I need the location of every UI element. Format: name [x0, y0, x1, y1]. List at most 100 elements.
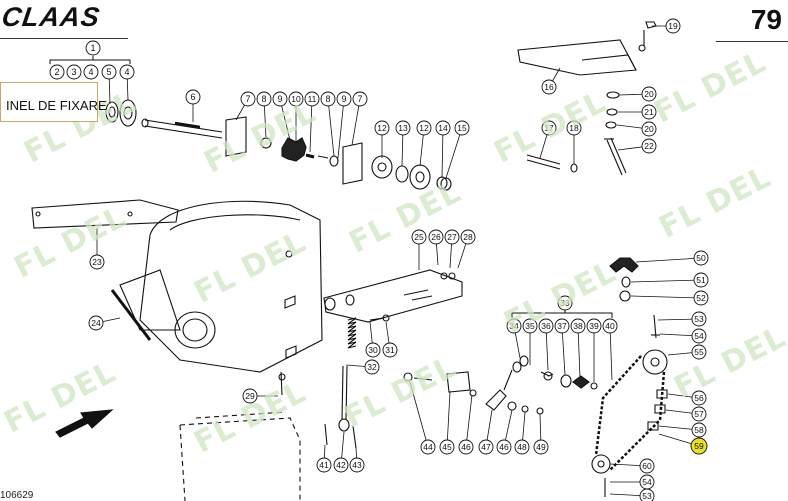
part-callout-3[interactable]: 3: [66, 64, 82, 80]
part-callout-2[interactable]: 2: [49, 64, 65, 80]
part-callout-43[interactable]: 43: [349, 457, 365, 473]
part-callout-42[interactable]: 42: [333, 457, 349, 473]
callout-label: 56: [694, 393, 704, 403]
part-callout-12[interactable]: 12: [416, 120, 432, 136]
part-callout-37[interactable]: 37: [554, 318, 570, 334]
part-callout-59[interactable]: 59: [690, 437, 708, 455]
part-callout-9[interactable]: 9: [336, 91, 352, 107]
part-callout-35[interactable]: 35: [522, 318, 538, 334]
part-callout-27[interactable]: 27: [444, 229, 460, 245]
part-callout-8[interactable]: 8: [256, 91, 272, 107]
part-callout-6[interactable]: 6: [185, 89, 201, 105]
callout-leader-line: [441, 127, 444, 179]
part-callout-15[interactable]: 15: [454, 120, 470, 136]
part-callout-13[interactable]: 13: [395, 120, 411, 136]
callout-label: 36: [541, 321, 551, 331]
part-callout-44[interactable]: 44: [420, 439, 436, 455]
part-callout-51[interactable]: 51: [693, 272, 709, 288]
shaft-part: [141, 118, 223, 139]
part-callout-32[interactable]: 32: [364, 359, 380, 375]
part-callout-25[interactable]: 25: [411, 229, 427, 245]
callout-label: 22: [644, 141, 654, 151]
part-callout-18[interactable]: 18: [566, 120, 582, 136]
callout-circle: [83, 64, 99, 80]
part-callout-53[interactable]: 53: [691, 311, 707, 327]
callout-circle: [541, 120, 557, 136]
part-callout-20[interactable]: 20: [641, 121, 657, 137]
callout-leader-line: [577, 325, 581, 379]
part-callout-60[interactable]: 60: [639, 458, 655, 474]
callout-label: 49: [536, 442, 546, 452]
part-callout-52[interactable]: 52: [693, 290, 709, 306]
callout-leader-line: [409, 381, 429, 448]
part-callout-23[interactable]: 23: [89, 254, 105, 270]
part-callout-5[interactable]: 5: [101, 64, 117, 80]
part-callout-4[interactable]: 4: [119, 64, 135, 80]
part-callout-53[interactable]: 53: [639, 488, 655, 501]
chain-drive-part: [591, 257, 668, 497]
part-callout-24[interactable]: 24: [88, 315, 104, 331]
part-callout-10[interactable]: 10: [288, 91, 304, 107]
callout-label: 6: [190, 92, 195, 102]
part-callout-14[interactable]: 14: [435, 120, 451, 136]
callout-circle: [49, 64, 65, 80]
callout-leader-line: [445, 127, 463, 179]
part-callout-33[interactable]: 33: [557, 295, 573, 311]
part-callout-46[interactable]: 46: [458, 439, 474, 455]
callout-circle: [641, 138, 657, 154]
part-callout-1[interactable]: 1: [85, 40, 101, 56]
part-callout-58[interactable]: 58: [691, 422, 707, 438]
part-callout-34[interactable]: 34: [506, 318, 522, 334]
part-callout-48[interactable]: 48: [514, 439, 530, 455]
part-callout-41[interactable]: 41: [316, 457, 332, 473]
part-callout-7[interactable]: 7: [352, 91, 368, 107]
part-callout-46[interactable]: 46: [496, 439, 512, 455]
part-callout-54[interactable]: 54: [639, 474, 655, 490]
part-callout-22[interactable]: 22: [641, 138, 657, 154]
part-callout-17[interactable]: 17: [541, 120, 557, 136]
part-callout-16[interactable]: 16: [541, 79, 557, 95]
part-callout-38[interactable]: 38: [570, 318, 586, 334]
part-callout-55[interactable]: 55: [691, 344, 707, 360]
callout-circle: [411, 229, 427, 245]
part-callout-7[interactable]: 7: [240, 91, 256, 107]
part-callout-31[interactable]: 31: [382, 342, 398, 358]
part-callout-36[interactable]: 36: [538, 318, 554, 334]
callout-label: 48: [517, 442, 527, 452]
part-callout-11[interactable]: 11: [304, 91, 320, 107]
part-callout-49[interactable]: 49: [533, 439, 549, 455]
part-callout-4[interactable]: 4: [83, 64, 99, 80]
callout-label: 12: [419, 123, 429, 133]
part-callout-19[interactable]: 19: [665, 18, 681, 34]
callout-circle: [690, 437, 708, 455]
callout-label: 13: [398, 123, 408, 133]
part-callout-54[interactable]: 54: [691, 328, 707, 344]
callout-label: 3: [71, 67, 76, 77]
part-callout-26[interactable]: 26: [428, 229, 444, 245]
callout-leader-line: [630, 279, 702, 283]
part-callout-45[interactable]: 45: [439, 439, 455, 455]
part-callout-29[interactable]: 29: [242, 388, 258, 404]
part-callout-30[interactable]: 30: [365, 342, 381, 358]
part-callout-57[interactable]: 57: [691, 406, 707, 422]
part-callout-21[interactable]: 21: [641, 104, 657, 120]
part-callout-20[interactable]: 20: [641, 86, 657, 102]
part-callout-9[interactable]: 9: [272, 91, 288, 107]
part-callout-47[interactable]: 47: [478, 439, 494, 455]
callout-label: 44: [423, 442, 433, 452]
part-callout-28[interactable]: 28: [460, 229, 476, 245]
part-callout-40[interactable]: 40: [602, 318, 618, 334]
callout-circle: [691, 311, 707, 327]
part-callout-8[interactable]: 8: [320, 91, 336, 107]
part-callout-39[interactable]: 39: [586, 318, 602, 334]
part-callout-12[interactable]: 12: [374, 120, 390, 136]
part-callout-50[interactable]: 50: [693, 250, 709, 266]
callout-label: 39: [589, 321, 599, 331]
callout-circle: [428, 229, 444, 245]
callout-label: 58: [694, 425, 704, 435]
part-callout-56[interactable]: 56: [691, 390, 707, 406]
callout-circle: [691, 406, 707, 422]
callout-circle: [333, 457, 349, 473]
callout-circle: [416, 120, 432, 136]
